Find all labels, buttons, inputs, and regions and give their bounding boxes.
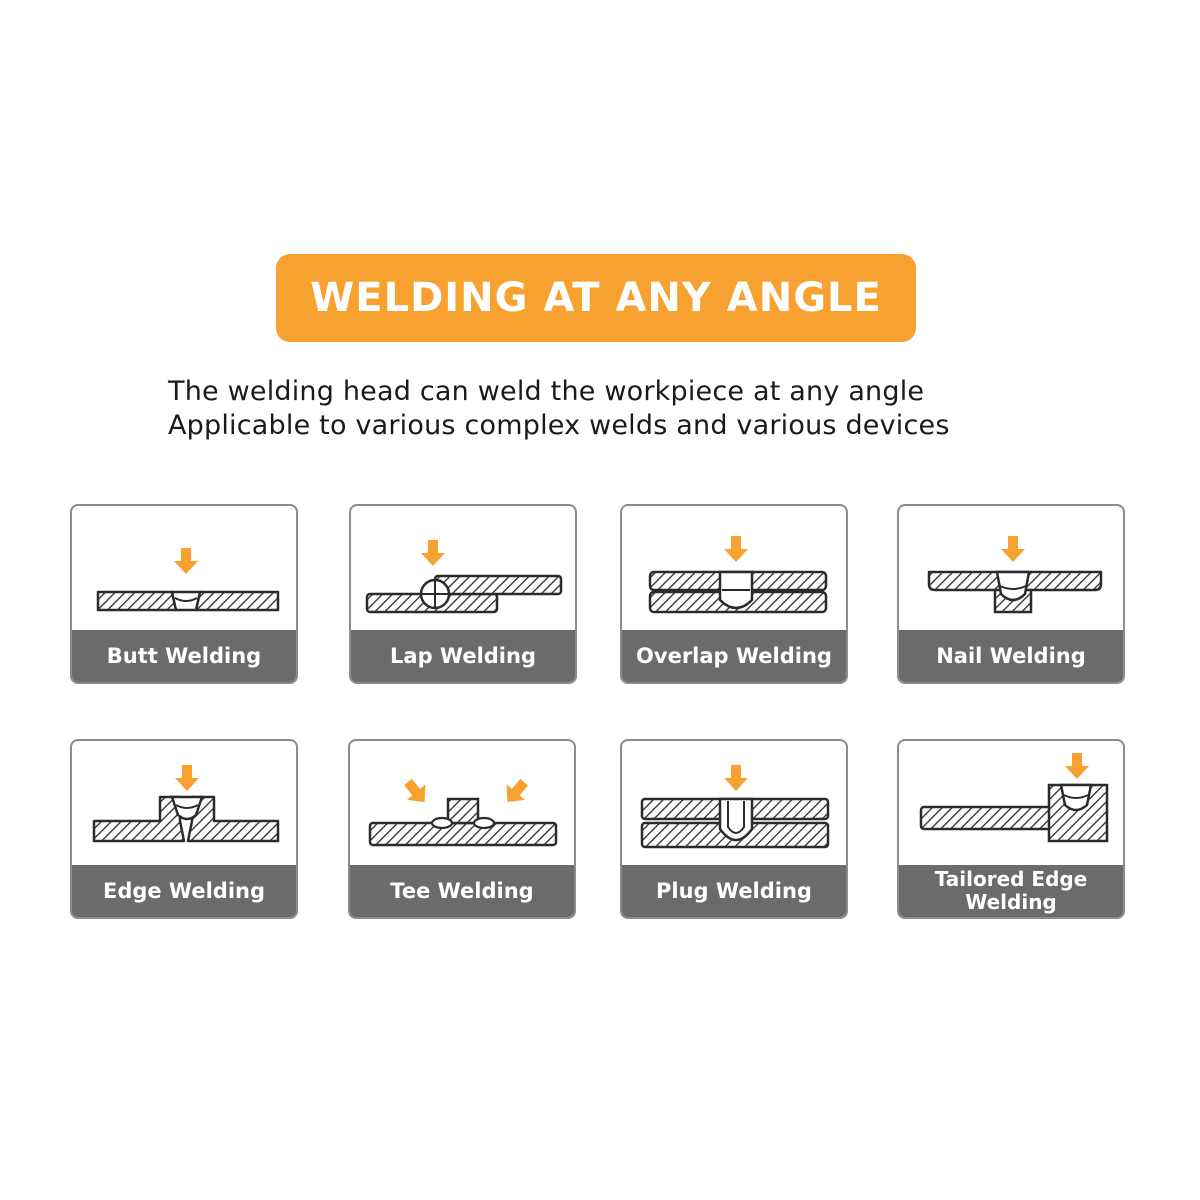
weld-card-lap: Lap Welding xyxy=(349,504,577,684)
tee-weld-icon xyxy=(368,774,558,847)
lap-weld-icon xyxy=(365,540,563,614)
weld-label: Overlap Welding xyxy=(622,630,846,682)
edge-weld-icon xyxy=(92,765,280,843)
weld-card-edge: Edge Welding xyxy=(70,739,298,919)
weld-label: Tailored Edge Welding xyxy=(899,865,1123,917)
title-banner: WELDING AT ANY ANGLE xyxy=(276,254,916,342)
page-title: WELDING AT ANY ANGLE xyxy=(310,275,882,321)
weld-label: Butt Welding xyxy=(72,630,296,682)
weld-label: Nail Welding xyxy=(899,630,1123,682)
weld-label: Lap Welding xyxy=(351,630,575,682)
plug-weld-icon xyxy=(640,765,830,849)
weld-card-plug: Plug Welding xyxy=(620,739,848,919)
weld-label: Edge Welding xyxy=(72,865,296,917)
weld-card-tailored-edge: Tailored Edge Welding xyxy=(897,739,1125,919)
weld-label: Tee Welding xyxy=(350,865,574,917)
weld-card-tee: Tee Welding xyxy=(348,739,576,919)
weld-card-nail: Nail Welding xyxy=(897,504,1125,684)
nail-weld-icon xyxy=(927,536,1103,614)
tailored-edge-weld-icon xyxy=(919,753,1109,843)
weld-card-butt: Butt Welding xyxy=(70,504,298,684)
weld-label: Plug Welding xyxy=(622,865,846,917)
overlap-weld-icon xyxy=(648,536,828,614)
subtitle-line-2: Applicable to various complex welds and … xyxy=(168,410,950,441)
weld-card-overlap: Overlap Welding xyxy=(620,504,848,684)
subtitle-line-1: The welding head can weld the workpiece … xyxy=(168,376,925,407)
butt-weld-icon xyxy=(96,548,280,612)
